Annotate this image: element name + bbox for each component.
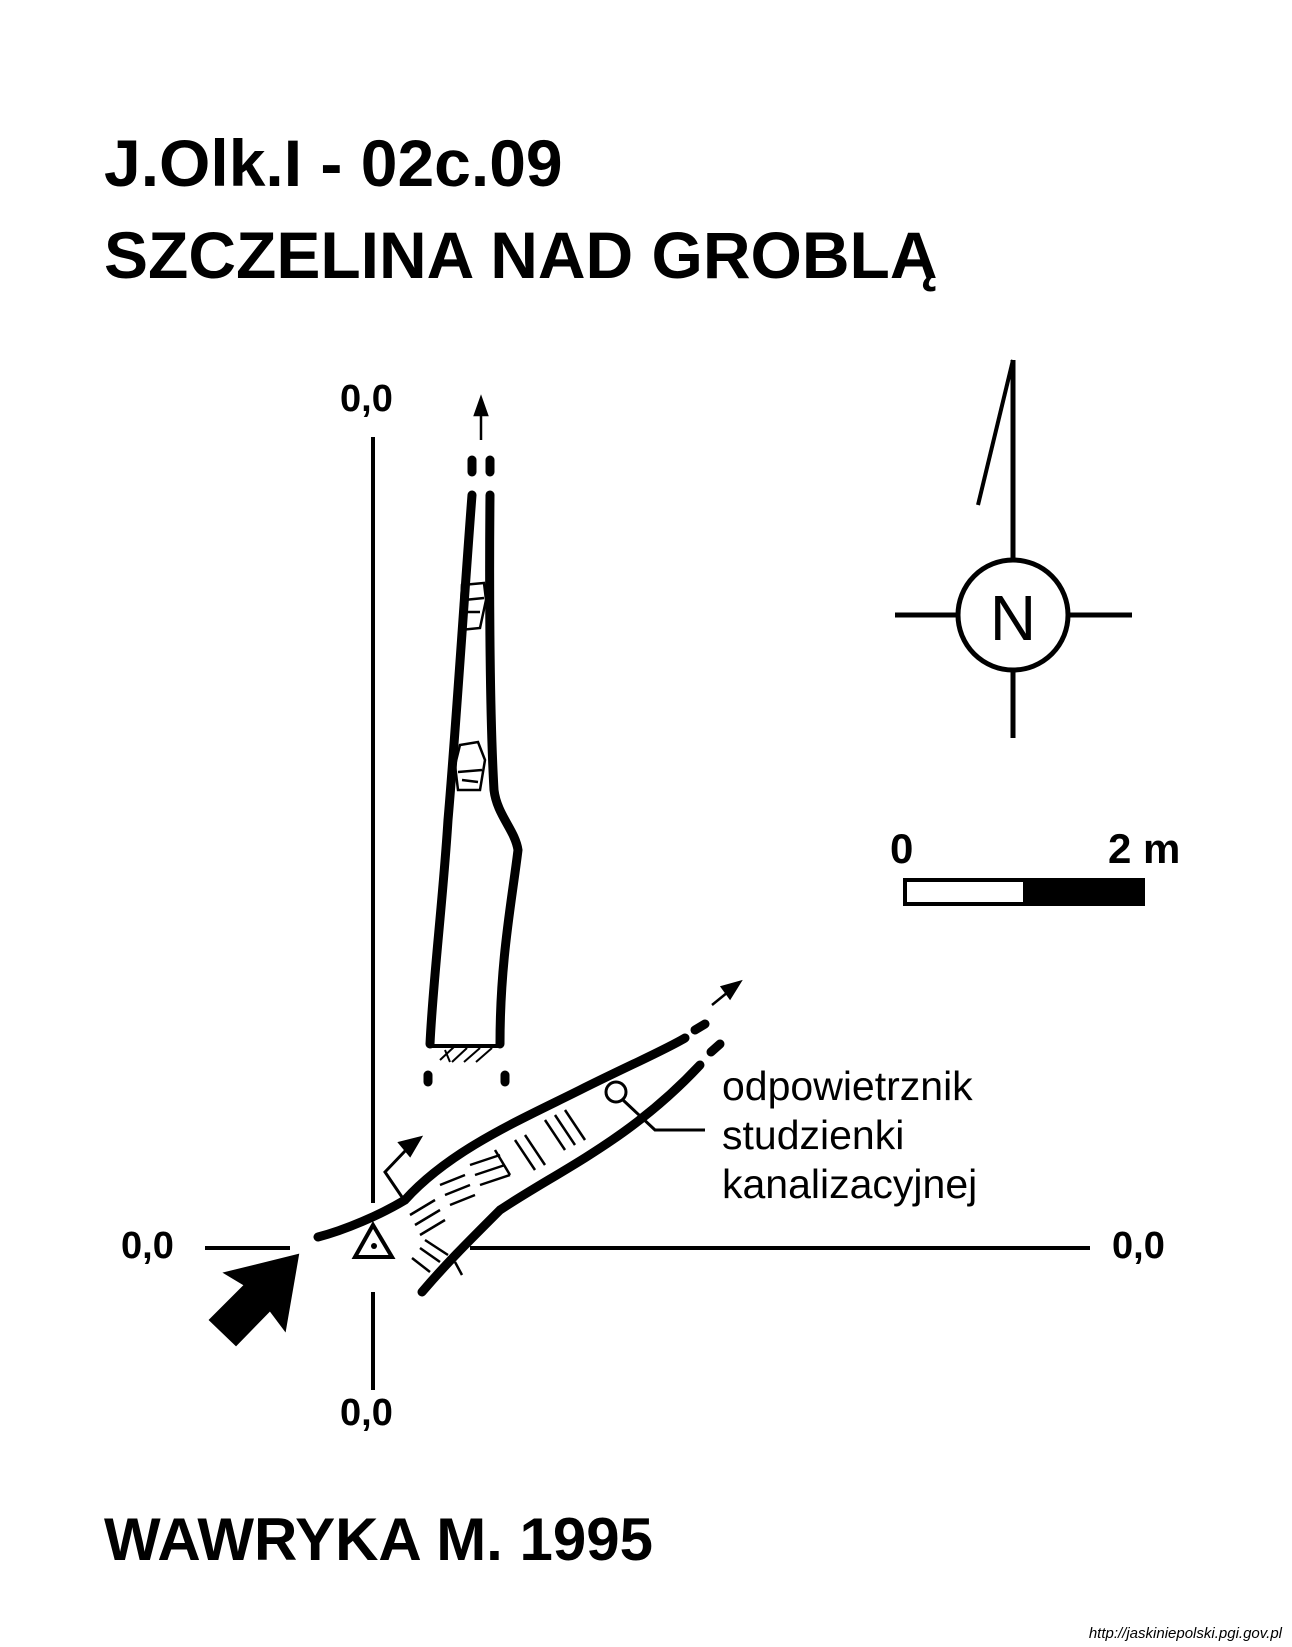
cave-name: SZCZELINA NAD GROBLĄ [104, 218, 938, 292]
diagonal-upper-wall [313, 1033, 690, 1242]
diagonal-lower-wall [417, 1060, 705, 1297]
diagonal-continuation-arrow [711, 979, 743, 1006]
passage-boulders [453, 581, 488, 792]
coordinate-axes [205, 437, 1090, 1390]
passage-continuation-arrow [473, 394, 489, 440]
cave-code: J.Olk.I - 02c.09 [104, 126, 563, 200]
diagonal-dash-lower [706, 1039, 725, 1057]
annotation-line-2: studzienki [722, 1112, 905, 1159]
scale-start-label: 0 [890, 825, 914, 872]
coord-label-left: 0,0 [121, 1225, 174, 1267]
author-credit: WAWRYKA M. 1995 [104, 1506, 653, 1573]
diagonal-dash-upper [690, 1019, 710, 1035]
passage-right-wall [485, 490, 523, 1049]
annotation-line-1: odpowietrznik [722, 1063, 973, 1109]
annotation-line-3: kanalizacyjnej [722, 1161, 978, 1208]
coord-label-top: 0,0 [340, 378, 393, 420]
diagonal-rubble-hatch [409, 1109, 587, 1276]
source-url: http://jaskiniepolski.pgi.gov.pl [1088, 1625, 1282, 1642]
diagonal-passage [313, 1019, 725, 1297]
annotation-text: odpowietrznik studzienki kanalizacyjnej [722, 1062, 977, 1210]
passage-rubble-hatch [439, 1045, 493, 1063]
scale-bar [903, 878, 1145, 906]
coord-label-bottom: 0,0 [340, 1392, 393, 1434]
side-passage-arrow [383, 1135, 424, 1201]
passage-left-wall [425, 490, 477, 1049]
coord-label-right: 0,0 [1112, 1225, 1165, 1267]
entrance-triangle-marker [351, 1221, 396, 1259]
vent-circle [604, 1080, 628, 1104]
annotation-leader-line [621, 1098, 705, 1132]
entrance-direction-arrow [208, 1253, 300, 1347]
north-compass-icon [895, 359, 1132, 738]
scale-end-label: 2 m [1108, 825, 1181, 872]
north-letter: N [990, 582, 1036, 654]
vertical-passage [423, 455, 523, 1087]
